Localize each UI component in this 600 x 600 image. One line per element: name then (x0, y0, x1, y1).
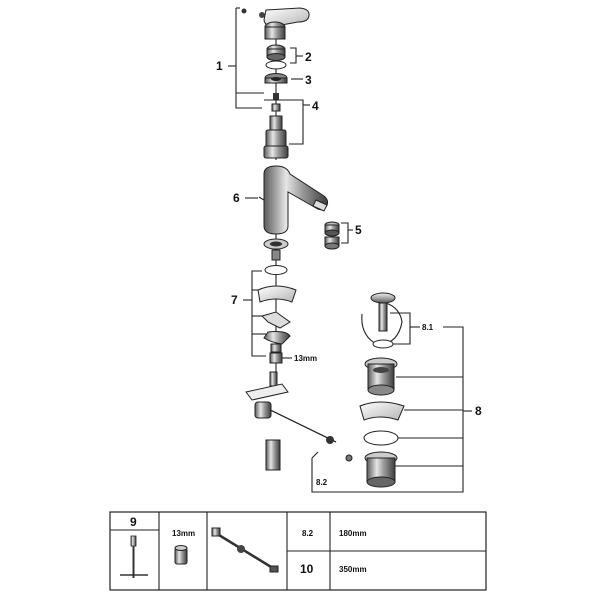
nut-icon (174, 545, 188, 565)
callout-2: 2 (305, 50, 312, 64)
hose-icon (211, 527, 279, 573)
spare-parts-table: 9 13mm 8.2 180mm 10 350mm (109, 511, 487, 591)
faucet-body (258, 165, 329, 235)
callout-5: 5 (355, 223, 362, 237)
faucet-assembly (241, 7, 353, 471)
table-row2-length: 350mm (339, 565, 367, 574)
wrench-size-label: 13mm (294, 354, 317, 363)
supply-hoses (245, 371, 353, 471)
cartridge-nut (264, 73, 288, 84)
table-row1-length: 180mm (339, 529, 367, 538)
mounting-set (257, 285, 297, 364)
callout-7: 7 (231, 293, 238, 307)
aerator (324, 221, 340, 250)
body-gasket (263, 238, 289, 275)
table-row2-code: 10 (300, 562, 314, 576)
table-row1-code: 8.2 (302, 529, 314, 538)
cartridge (263, 115, 289, 159)
callout-8-1: 8.1 (422, 323, 434, 332)
callout-6: 6 (233, 191, 240, 205)
drain-assembly (359, 292, 405, 488)
table-wrench-size: 13mm (172, 529, 195, 538)
callout-labels: 1 2 3 4 5 6 7 8 8.1 8.2 13mm (216, 50, 482, 487)
callout-3: 3 (305, 73, 312, 87)
callout-8-2: 8.2 (316, 478, 328, 487)
callout-1: 1 (216, 59, 223, 73)
cover-cap (265, 44, 287, 70)
spindle-screw (271, 93, 281, 112)
callout-4: 4 (312, 99, 319, 113)
pop-up-rod-icon (120, 535, 148, 578)
callout-8: 8 (475, 404, 482, 418)
table-col-9-header: 9 (130, 515, 137, 529)
lever-handle (241, 7, 310, 40)
callout-lines (228, 7, 472, 493)
